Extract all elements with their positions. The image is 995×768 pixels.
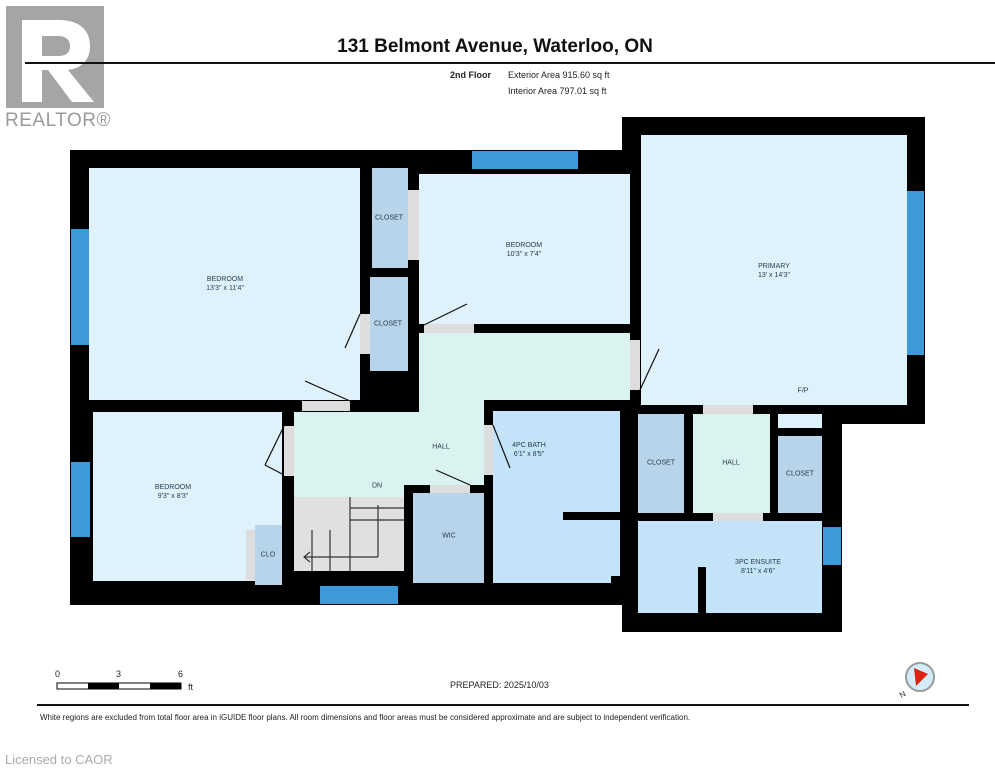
room-label-closet-2: CLOSET bbox=[373, 320, 403, 328]
room-name: BEDROOM bbox=[206, 276, 244, 283]
room-label-closet-4: CLOSET bbox=[785, 470, 815, 478]
room-label-hall-2: HALL bbox=[722, 459, 740, 467]
compass-needle-icon bbox=[914, 668, 928, 686]
disclaimer: White regions are excluded from total fl… bbox=[40, 713, 691, 722]
stair-lines bbox=[303, 497, 404, 571]
room-dims: 9'3" x 8'3" bbox=[157, 493, 189, 500]
room-label-closet-1: CLOSET bbox=[374, 214, 404, 222]
room-label-dn: DN bbox=[371, 482, 383, 490]
room-bedroom-1 bbox=[89, 168, 360, 400]
room-dims: 13' x 14'3" bbox=[757, 272, 791, 279]
room-label-primary: PRIMARY 13' x 14'3" bbox=[758, 262, 790, 280]
header-divider bbox=[25, 62, 995, 64]
room-closet-1 bbox=[372, 168, 408, 268]
room-label-3pc-ensuite: 3PC ENSUITE 8'11" x 4'6" bbox=[735, 558, 781, 576]
window bbox=[71, 229, 89, 345]
room-label-bedroom-1: BEDROOM 13'3" x 11'4" bbox=[206, 275, 244, 293]
prepared-date: PREPARED: 2025/10/03 bbox=[450, 680, 549, 690]
room-hall-2 bbox=[693, 414, 770, 513]
room-primary bbox=[641, 135, 907, 405]
room-dims: 8'11" x 4'6" bbox=[741, 568, 775, 575]
room-label-bedroom-3: BEDROOM 9'3" x 8'3" bbox=[155, 483, 191, 501]
room-dims: 6'1" x 8'5" bbox=[513, 451, 545, 458]
windows bbox=[71, 151, 924, 604]
footer-divider bbox=[37, 704, 969, 706]
room-label-fireplace: F/P bbox=[797, 387, 809, 395]
room-name: PRIMARY bbox=[758, 263, 790, 270]
room-closet-4 bbox=[778, 436, 822, 513]
room-name: BEDROOM bbox=[505, 242, 543, 249]
room-label-wic: WIC bbox=[442, 532, 456, 540]
window bbox=[823, 527, 841, 565]
room-hall bbox=[294, 333, 630, 527]
window bbox=[320, 586, 398, 604]
realtor-wordmark: REALTOR® bbox=[5, 110, 111, 131]
room-label-clo: CLO bbox=[260, 551, 276, 559]
room-name: BEDROOM bbox=[154, 484, 192, 491]
room-name: 3PC ENSUITE bbox=[735, 559, 781, 566]
room-bedroom-2 bbox=[419, 174, 630, 324]
room-nook bbox=[778, 414, 822, 428]
window bbox=[71, 462, 90, 537]
room-label-hall: HALL bbox=[432, 443, 450, 451]
scale-unit: ft bbox=[188, 682, 194, 692]
room-label-bedroom-2: BEDROOM 10'3" x 7'4" bbox=[506, 241, 542, 259]
room-dims: 13'3" x 11'4" bbox=[206, 285, 244, 292]
exterior-area: Exterior Area 915.60 sq ft bbox=[508, 70, 610, 80]
floor-label: 2nd Floor bbox=[450, 70, 491, 80]
realtor-logo-r-icon bbox=[22, 20, 94, 102]
door-openings bbox=[246, 190, 763, 580]
window bbox=[472, 151, 578, 169]
room-clo bbox=[255, 525, 282, 585]
interior-area: Interior Area 797.01 sq ft bbox=[508, 86, 607, 96]
door-swings bbox=[264, 303, 660, 486]
room-3pc-ensuite bbox=[638, 521, 822, 613]
room-label-closet-3: CLOSET bbox=[646, 459, 676, 467]
room-name: 4PC BATH bbox=[512, 442, 546, 449]
room-label-4pc-bath: 4PC BATH 6'1" x 8'5" bbox=[512, 441, 546, 459]
scale-tick-6: 6 bbox=[178, 669, 184, 679]
scale-tick-3: 3 bbox=[116, 669, 122, 679]
window bbox=[907, 191, 924, 355]
room-4pc-bath bbox=[493, 411, 620, 583]
room-dims: 10'3" x 7'4" bbox=[506, 251, 542, 258]
page-title: 131 Belmont Avenue, Waterloo, ON bbox=[337, 36, 653, 57]
room-closet-2 bbox=[370, 277, 408, 371]
license-watermark: Licensed to CAOR bbox=[5, 752, 113, 767]
room-closet-3 bbox=[638, 414, 684, 513]
room-wic bbox=[413, 493, 484, 583]
scale-bar bbox=[56, 682, 182, 690]
scale-tick-0: 0 bbox=[55, 669, 61, 679]
